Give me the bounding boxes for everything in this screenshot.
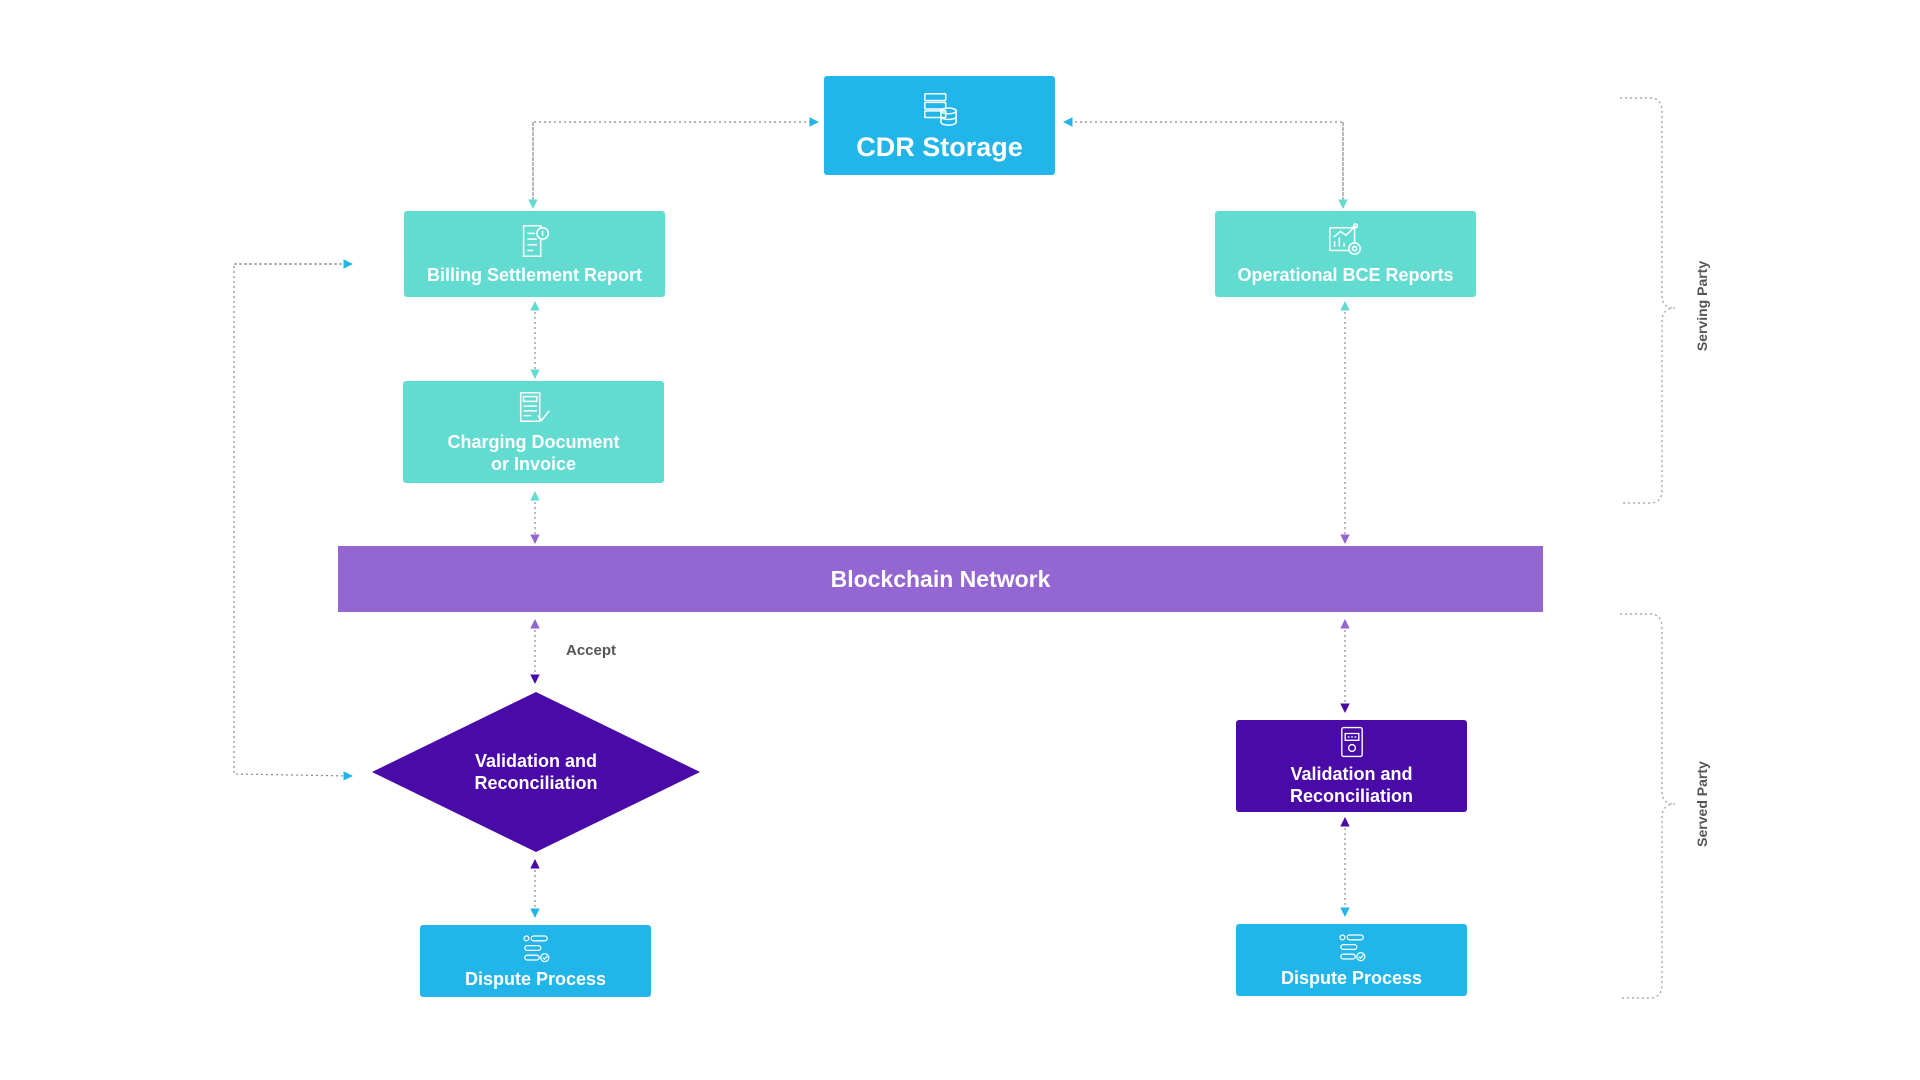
billing-settlement-report-label: Billing Settlement Report bbox=[426, 265, 642, 285]
billing-settlement-report-node: Billing Settlement Report bbox=[404, 211, 665, 297]
cdr-storage-label: CDR Storage bbox=[856, 131, 1023, 162]
document-money-icon bbox=[522, 225, 549, 257]
dispute-process-right-node: Dispute Process bbox=[1236, 924, 1467, 996]
serving-party-brace bbox=[1620, 97, 1676, 504]
server-database-icon bbox=[923, 92, 957, 126]
validation-left-node: Validation and Reconciliation bbox=[370, 690, 702, 854]
validation-right-label-line2: Reconciliation bbox=[1289, 786, 1414, 806]
charging-document-node: Charging Document or Invoice bbox=[403, 381, 664, 483]
edge-cdr-billing bbox=[532, 117, 819, 206]
accept-label: Accept bbox=[566, 642, 617, 659]
tablet-rating-icon bbox=[1340, 726, 1363, 758]
diamond-shape bbox=[372, 692, 700, 852]
chart-gear-icon bbox=[1328, 223, 1361, 256]
dispute-process-left-node: Dispute Process bbox=[420, 925, 651, 997]
charging-document-label-line2: or Invoice bbox=[490, 454, 577, 474]
flow-check-icon bbox=[1338, 934, 1365, 962]
validation-right-node: Validation and Reconciliation bbox=[1236, 720, 1467, 812]
edge-cdr-operational bbox=[1063, 117, 1344, 206]
tablet-rating-icon bbox=[376, 691, 398, 723]
invoice-check-icon bbox=[519, 392, 550, 423]
flow-check-icon bbox=[522, 935, 549, 963]
dispute-process-right-label: Dispute Process bbox=[1280, 968, 1423, 988]
edge-feedback-loop bbox=[233, 263, 353, 781]
served-party-brace bbox=[1620, 613, 1676, 999]
serving-party-label: Serving Party bbox=[1694, 260, 1710, 352]
cdr-storage-node: CDR Storage bbox=[824, 76, 1055, 175]
operational-bce-reports-label: Operational BCE Reports bbox=[1237, 265, 1454, 285]
operational-bce-reports-node: Operational BCE Reports bbox=[1215, 211, 1476, 297]
dispute-process-left-label: Dispute Process bbox=[464, 969, 607, 989]
blockchain-network-bar: Blockchain Network bbox=[338, 546, 1543, 612]
charging-document-label-line1: Charging Document bbox=[447, 432, 620, 452]
validation-left-label-line1: Validation and bbox=[474, 751, 598, 771]
validation-right-label-line1: Validation and bbox=[1290, 764, 1413, 784]
served-party-label: Served Party bbox=[1694, 761, 1710, 847]
blockchain-network-label: Blockchain Network bbox=[830, 565, 1051, 592]
validation-left-label-line2: Reconciliation bbox=[474, 773, 598, 793]
